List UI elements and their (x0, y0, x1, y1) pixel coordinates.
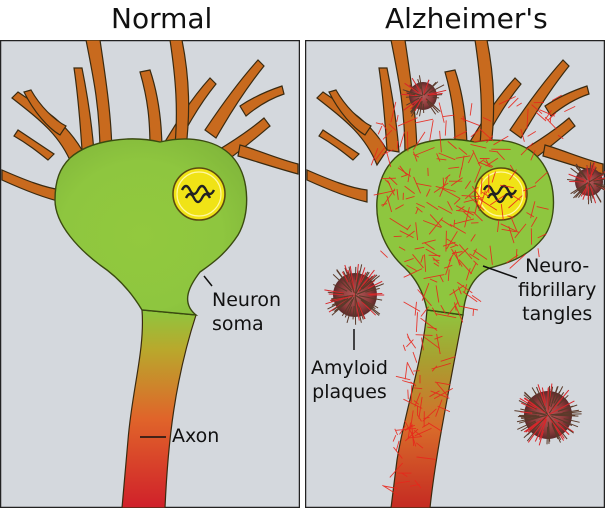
label-neurofibrillary-tangles: Neuro- fibrillary tangles (518, 254, 596, 326)
label-axon: Axon (172, 424, 219, 448)
plaque-fiber (355, 298, 356, 325)
tangle-fiber (408, 390, 409, 400)
label-amyloid-plaques: Amyloid plaques (311, 356, 388, 404)
tangle-fiber (516, 249, 517, 258)
tangle-fiber (407, 132, 408, 152)
nucleus (475, 168, 527, 220)
tangle-fiber (473, 309, 474, 316)
tangle-fiber (446, 231, 447, 252)
plaque-fiber (547, 427, 548, 445)
plaque-fiber (433, 97, 439, 98)
label-neuron-soma: Neuron soma (212, 288, 281, 336)
tangle-fiber (411, 385, 412, 402)
title-normal: Normal (111, 2, 212, 35)
nucleus (173, 168, 225, 220)
plaque-fiber (588, 186, 589, 199)
panel-alzheimers: Neuro- fibrillary tangles Amyloid plaque… (305, 40, 605, 508)
panel-normal: Neuron soma Axon (0, 40, 300, 508)
title-alzheimers: Alzheimer's (385, 2, 548, 35)
